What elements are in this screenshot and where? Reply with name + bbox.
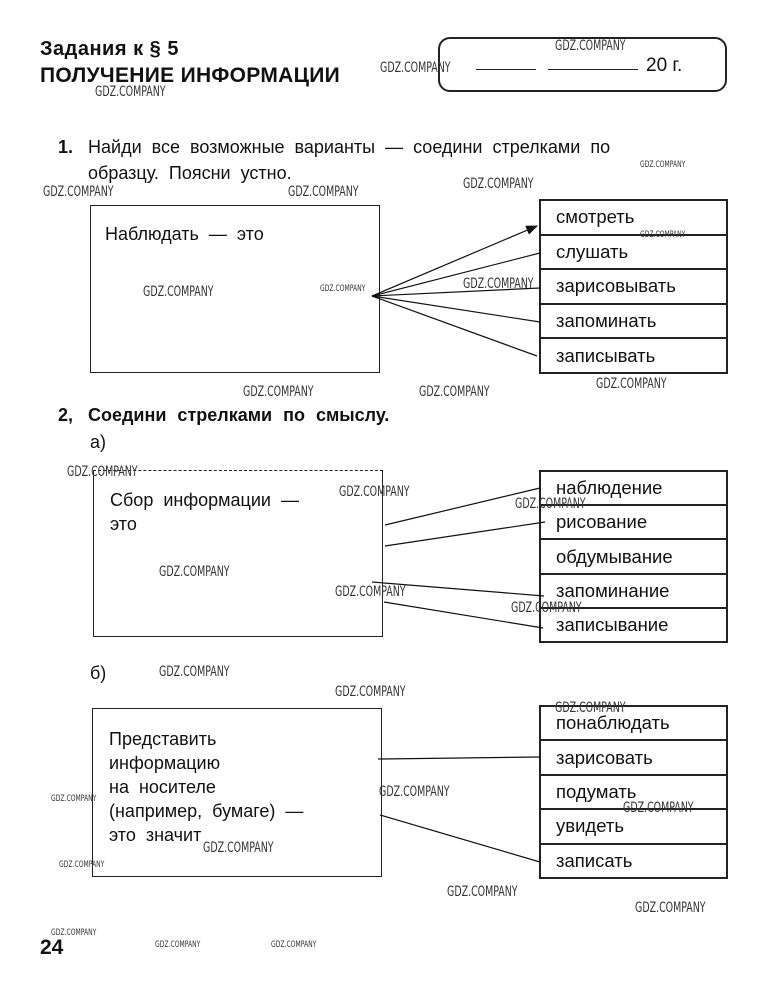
option-item[interactable]: обдумывание <box>541 540 726 575</box>
date-suffix: 20 г. <box>646 55 683 76</box>
option-item[interactable]: наблюдение <box>541 472 726 507</box>
box-line: это значит <box>109 825 202 845</box>
watermark: GDZ.COMPANY <box>555 700 626 716</box>
option-item[interactable]: понаблюдать <box>541 707 726 742</box>
watermark: GDZ.COMPANY <box>463 176 534 192</box>
watermark: GDZ.COMPANY <box>511 600 582 616</box>
option-item[interactable]: слушать <box>541 236 726 271</box>
watermark: GDZ.COMPANY <box>339 484 410 500</box>
page-number: 24 <box>40 936 64 959</box>
watermark: GDZ.COMPANY <box>51 794 97 804</box>
watermark: GDZ.COMPANY <box>515 496 586 512</box>
task1-number: 1. <box>58 137 74 157</box>
box-line: информацию <box>109 753 221 773</box>
option-item[interactable]: рисование <box>541 506 726 541</box>
chapter-title: ПОЛУЧЕНИЕ ИНФОРМАЦИИ <box>40 64 340 87</box>
watermark: GDZ.COMPANY <box>640 160 686 170</box>
watermark: GDZ.COMPANY <box>379 784 450 800</box>
box-line: (например, бумаге) — <box>109 801 304 821</box>
arrow-line <box>371 295 541 323</box>
option-item[interactable]: увидеть <box>541 810 726 845</box>
option-item[interactable]: записывать <box>556 344 656 366</box>
watermark: GDZ.COMPANY <box>640 230 686 240</box>
option-item[interactable]: запоминать <box>541 305 726 340</box>
task1-options-list: смотреть слушать зарисовывать запоминать… <box>539 199 728 374</box>
watermark: GDZ.COMPANY <box>447 884 518 900</box>
task2-instruction: Соедини стрелками по смыслу. <box>88 405 390 425</box>
option-item[interactable]: зарисовывать <box>541 270 726 305</box>
watermark: GDZ.COMPANY <box>419 384 490 400</box>
watermark: GDZ.COMPANY <box>271 940 317 950</box>
date-month-line <box>548 69 638 70</box>
arrow-line <box>371 252 541 297</box>
arrow-line <box>384 521 546 547</box>
watermark: GDZ.COMPANY <box>335 584 406 600</box>
task2a-box-line1: Сбор информации — <box>110 490 299 510</box>
watermark: GDZ.COMPANY <box>95 84 166 100</box>
arrow-line <box>371 581 545 597</box>
task1-source-box: Наблюдать — это <box>90 205 380 373</box>
part-b-label: б) <box>90 663 107 683</box>
watermark: GDZ.COMPANY <box>43 184 114 200</box>
watermark: GDZ.COMPANY <box>335 684 406 700</box>
date-day-line <box>476 69 536 70</box>
watermark: GDZ.COMPANY <box>243 384 314 400</box>
task1-instruction-line1: Найди все возможные варианты — соедини с… <box>88 137 611 157</box>
watermark: GDZ.COMPANY <box>380 60 451 76</box>
arrow-line <box>384 487 541 526</box>
task1-instruction-line2: образцу. Поясни устно. <box>88 163 292 183</box>
task2b-options-list: понаблюдать зарисовать подумать увидеть … <box>539 705 728 879</box>
task2a-source-box: Сбор информации — это <box>93 470 383 637</box>
arrow-line <box>383 601 544 629</box>
task1-box-text: Наблюдать — это <box>105 224 264 244</box>
date-field[interactable]: 20 г. <box>438 37 727 92</box>
arrow-line <box>371 295 538 357</box>
task2-number: 2, <box>58 405 74 425</box>
watermark: GDZ.COMPANY <box>635 900 706 916</box>
option-item[interactable]: запоминание <box>541 575 726 609</box>
arrow-line <box>371 225 539 297</box>
arrow-line <box>377 756 541 760</box>
option-item[interactable]: смотреть <box>541 201 726 236</box>
section-title: Задания к § 5 <box>40 38 179 60</box>
option-item[interactable]: подумать <box>541 776 726 811</box>
task2b-source-box: Представить информацию на носителе (напр… <box>92 708 382 877</box>
watermark: GDZ.COMPANY <box>51 928 97 938</box>
watermark: GDZ.COMPANY <box>67 464 138 480</box>
watermark: GDZ.COMPANY <box>555 38 626 54</box>
watermark: GDZ.COMPANY <box>159 564 230 580</box>
box-line: Представить <box>109 729 217 749</box>
watermark: GDZ.COMPANY <box>320 284 366 294</box>
arrow-line <box>379 814 541 863</box>
watermark: GDZ.COMPANY <box>623 800 694 816</box>
arrow-line <box>371 287 541 297</box>
option-item[interactable]: записать <box>556 849 633 871</box>
part-a-label: а) <box>90 432 107 452</box>
watermark: GDZ.COMPANY <box>463 276 534 292</box>
option-item[interactable]: зарисовать <box>541 741 726 776</box>
watermark: GDZ.COMPANY <box>288 184 359 200</box>
watermark: GDZ.COMPANY <box>596 376 667 392</box>
watermark: GDZ.COMPANY <box>159 664 230 680</box>
watermark: GDZ.COMPANY <box>203 840 274 856</box>
watermark: GDZ.COMPANY <box>59 860 105 870</box>
watermark: GDZ.COMPANY <box>143 284 214 300</box>
box-line: на носителе <box>109 777 216 797</box>
task2a-options-list: наблюдение рисование обдумывание запомин… <box>539 470 728 643</box>
task2a-box-line2: это <box>110 514 137 534</box>
task2b-box-text: Представить информацию на носителе (напр… <box>109 727 303 847</box>
option-item[interactable]: записывание <box>556 613 669 635</box>
watermark: GDZ.COMPANY <box>155 940 201 950</box>
